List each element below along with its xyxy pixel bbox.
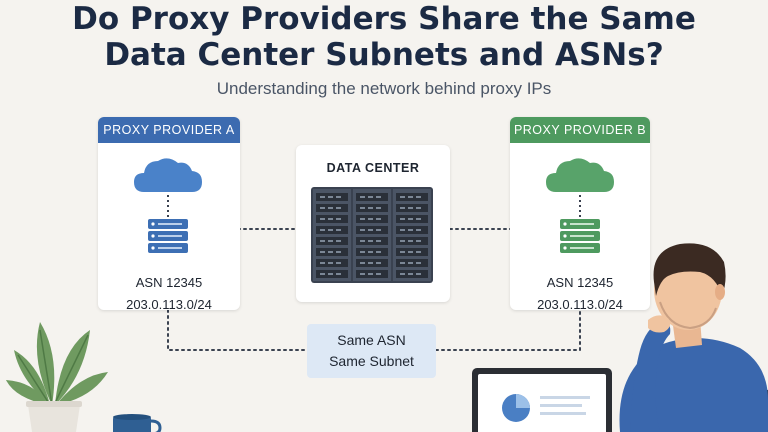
cloud-icon xyxy=(546,158,614,192)
provider-b-subnet: 203.0.113.0/24 xyxy=(537,297,623,312)
provider-a-asn: ASN 12345 xyxy=(135,275,203,290)
data-center-card: DATA CENTER xyxy=(296,145,450,302)
page-subtitle: Understanding the network behind proxy I… xyxy=(216,79,552,98)
shared-asn-subnet-box: Same ASN Same Subnet xyxy=(307,324,436,378)
shared-subnet-label: Same Subnet xyxy=(329,353,414,369)
provider-b-asn: ASN 12345 xyxy=(546,275,614,290)
provider-a-card: PROXY PROVIDER A ASN 12345 203.0.113.0/2… xyxy=(98,117,240,312)
server-stack-icon xyxy=(560,195,600,253)
page-title-line-1: Do Proxy Providers Share the Same xyxy=(72,1,696,37)
provider-b-card: PROXY PROVIDER B ASN 12345 203.0.113.0/2… xyxy=(510,117,650,312)
server-stack-icon xyxy=(148,195,188,253)
provider-b-header: PROXY PROVIDER B xyxy=(510,117,650,143)
data-center-label: DATA CENTER xyxy=(326,161,420,175)
provider-a-subnet: 203.0.113.0/24 xyxy=(126,297,212,312)
cloud-icon xyxy=(134,158,202,192)
page-title-line-2: Data Center Subnets and ASNs? xyxy=(104,37,664,73)
provider-a-header: PROXY PROVIDER A xyxy=(98,117,240,143)
server-rack-icon xyxy=(311,187,433,283)
shared-asn-label: Same ASN xyxy=(337,332,406,348)
